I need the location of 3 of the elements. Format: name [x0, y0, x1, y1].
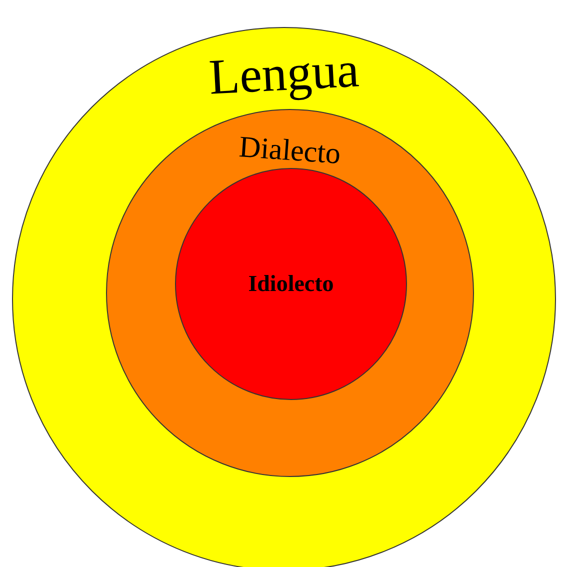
circle-label: Lengua [208, 44, 360, 102]
circle-label: Idiolecto [248, 272, 334, 295]
circle-label: Dialecto [238, 132, 342, 170]
